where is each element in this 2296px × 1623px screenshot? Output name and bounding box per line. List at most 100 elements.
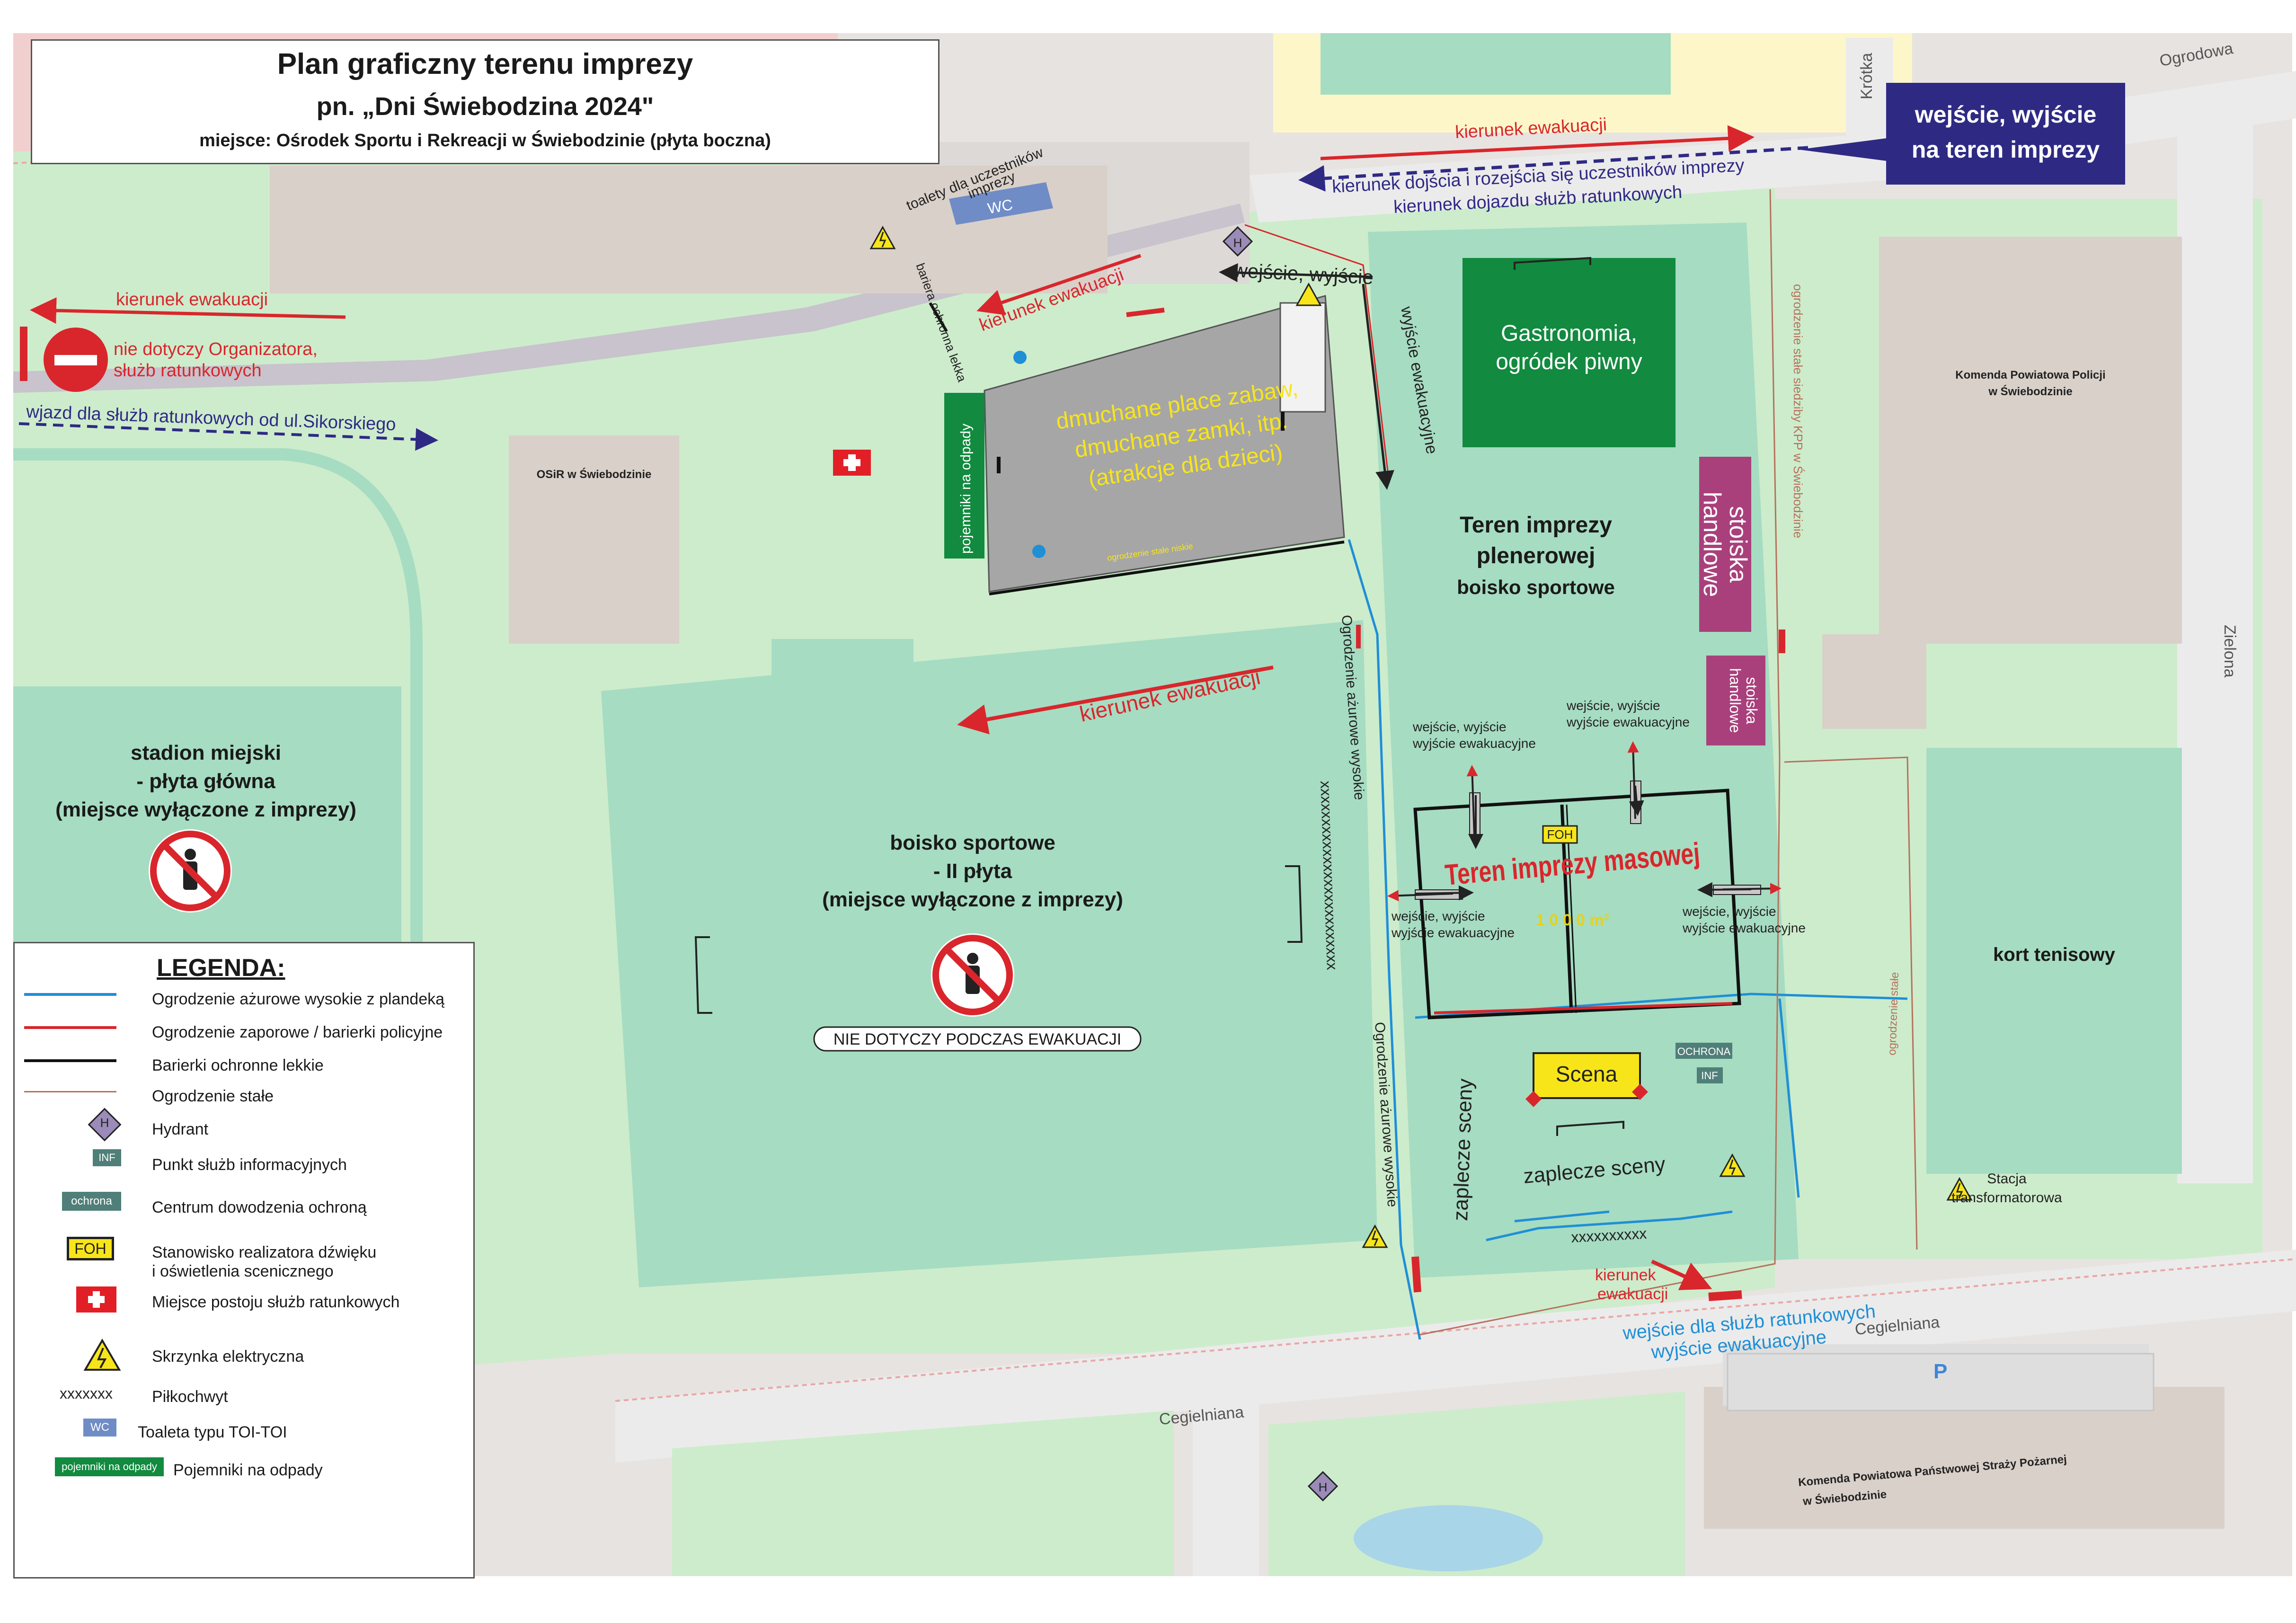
entrance-line-2: na teren imprezy <box>1911 136 2100 163</box>
label-gate-tr-2: wyjście ewakuacyjne <box>1566 715 1690 729</box>
mass-event-red-line <box>1434 1002 1733 1014</box>
foh-box <box>1542 825 1578 844</box>
label-gastro-1: Gastronomia, <box>1501 321 1637 346</box>
legend-item: Ogrodzenie stałe <box>15 1081 473 1114</box>
access-road <box>13 204 1245 393</box>
hydrant-icon <box>1307 1471 1339 1502</box>
play-area <box>984 295 1345 593</box>
no-entry-road-icon <box>44 328 108 392</box>
label-gate-tl-1: wejście, wyjście <box>1412 719 1507 734</box>
legend-item: INF Punkt służb informacyjnych <box>15 1149 473 1182</box>
wc-icon: WC <box>83 1419 116 1437</box>
label-backstage-1: zaplecze sceny <box>1449 1078 1477 1221</box>
brown-fence-tennis <box>1784 756 1918 1250</box>
ball-net-symbol: xxxxxxx <box>60 1385 113 1402</box>
legend-label: Centrum dowodzenia ochroną <box>152 1198 367 1216</box>
title-line-1: Plan graficzny terenu imprezy <box>277 48 693 80</box>
label-gate-tr-1: wejście, wyjście <box>1566 698 1660 713</box>
blue-fence-east <box>1778 998 1800 1198</box>
label-not-org: nie dotyczy Organizatora, <box>114 339 318 359</box>
label-stadium-3: (miejsce wyłączone z imprezy) <box>55 798 356 821</box>
blue-fence-south <box>1486 1210 1733 1242</box>
legend-label: Toaleta typu TOI-TOI <box>138 1423 287 1441</box>
hydrant-letter: H <box>1233 236 1242 250</box>
not-applicable-badge <box>813 1026 1142 1052</box>
label-bins: pojemniki na odpady <box>958 424 974 554</box>
parking-lot <box>1727 1353 2154 1411</box>
label-outdoor-2: plenerowej <box>1477 543 1596 568</box>
legend-item: WC Toaleta typu TOI-TOI <box>15 1417 473 1450</box>
road-zielona <box>2177 118 2253 1183</box>
legend-label: Punkt służb informacyjnych <box>152 1156 347 1174</box>
pond <box>1354 1505 1543 1571</box>
entrance-pointer <box>1799 138 1887 161</box>
foh-icon: FOH <box>67 1237 114 1260</box>
title-line-3: miejsce: Ośrodek Sportu i Rekreacji w Św… <box>199 131 771 151</box>
electric-icon <box>869 225 896 249</box>
label-gate-l-2: wyjście ewakuacyjne <box>1391 925 1515 940</box>
legend-hydrant-letter: H <box>100 1116 109 1130</box>
legend-item: xxxxxxx Piłkochwyt <box>15 1381 473 1414</box>
title-box: Plan graficzny terenu imprezy pn. „Dni Ś… <box>31 39 940 164</box>
label-stalls-1a: stoiska <box>1724 506 1752 583</box>
legend-label: Stanowisko realizatora dźwięku <box>152 1243 377 1261</box>
label-gate-r-1: wejście, wyjście <box>1682 904 1776 919</box>
legend-label: Barierki ochronne lekkie <box>152 1056 324 1074</box>
label-stadium-2: - płyta główna <box>136 770 275 793</box>
label-kpp-fence: ogrodzenie stałe siedziby KPP w Świebodz… <box>1791 284 1805 538</box>
red-barrier-gate <box>1708 1290 1742 1301</box>
building-toilets <box>786 199 923 270</box>
rescue-arrow-west <box>18 422 438 451</box>
evac-arrow-bottom <box>1651 1259 1712 1290</box>
entrance-line-1: wejście, wyjście <box>1915 101 2097 128</box>
legend-label: Hydrant <box>152 1120 209 1138</box>
building-north-west <box>270 166 1108 293</box>
electric-icon <box>1946 1177 1973 1201</box>
label-not-org2: służb ratunkowych <box>114 361 262 381</box>
tennis-court <box>1926 748 2182 1174</box>
entrance-box: wejście, wyjście na teren imprezy <box>1886 83 2125 185</box>
emergency-exit-arrow <box>1362 284 1394 490</box>
legend-item: Miejsce postoju służb ratunkowych <box>15 1286 473 1320</box>
legend-label: Piłkochwyt <box>152 1388 228 1406</box>
play-dot-2 <box>1032 545 1046 558</box>
hydrant-letter: H <box>1319 1480 1328 1494</box>
building-police <box>1879 237 2182 644</box>
info-icon: INF <box>93 1149 121 1166</box>
street-krotka: Krótka <box>1858 53 1876 99</box>
label-gate-r-2: wyjście ewakuacyjne <box>1682 921 1806 935</box>
label-not-applicable-evac: NIE DOTYCZY PODCZAS EWAKUACJI <box>833 1030 1121 1048</box>
evac-arrow-west <box>30 297 346 324</box>
north-pitch <box>1321 33 1671 95</box>
label-substation-2: transformatorowa <box>1951 1190 2062 1206</box>
brown-fence-east <box>1419 189 1781 1336</box>
security-box <box>1675 1043 1732 1059</box>
wc-area <box>949 182 1053 225</box>
label-outdoor-3: boisko sportowe <box>1457 576 1615 598</box>
legend-red-line <box>24 1026 116 1029</box>
label-foh: FOH <box>1547 827 1573 842</box>
evac-arrow-mid <box>957 665 1274 735</box>
play-area-container <box>1279 302 1326 413</box>
stoiska-2 <box>1706 656 1765 745</box>
label-substation-1: Stacja <box>1987 1171 2027 1187</box>
stoiska-1 <box>1699 457 1751 632</box>
street-zielona: Zielona <box>2221 625 2239 678</box>
bins-icon: pojemniki na odpady <box>55 1457 164 1476</box>
label-gastro-2: ogródek piwny <box>1496 349 1642 374</box>
label-evac-west: kierunek ewakuacji <box>116 290 268 310</box>
electric-icon <box>1719 1153 1746 1177</box>
entry-arrow <box>1219 263 1373 283</box>
legend-item: H Hydrant <box>15 1108 473 1147</box>
red-barrier-play <box>1126 308 1165 317</box>
mass-event-area <box>1413 789 1741 1020</box>
label-stage: Scena <box>1556 1062 1618 1086</box>
label-police-1: Komenda Powiatowa Policji <box>1955 369 2105 381</box>
bins-area <box>944 393 984 559</box>
blue-fence-west <box>1347 539 1421 1340</box>
legend-title: LEGENDA: <box>157 954 285 982</box>
legend-item: Ogrodzenie ażurowe wysokie z plandeką <box>15 984 473 1017</box>
